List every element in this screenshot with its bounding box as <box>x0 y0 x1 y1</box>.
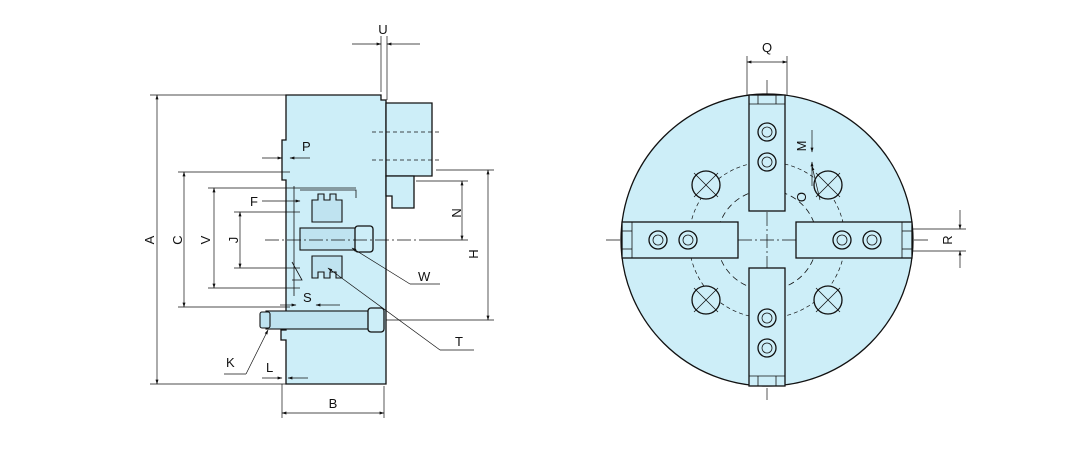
dim-label-k: K <box>226 355 235 370</box>
dim-label-u: U <box>378 22 387 37</box>
mount-bolt <box>265 310 373 330</box>
dim-label-p: P <box>302 139 311 154</box>
jaw-left <box>621 221 739 259</box>
jaw-top <box>748 94 786 212</box>
dim-label-b: B <box>329 396 338 411</box>
dim-label-f: F <box>250 194 258 209</box>
dim-label-t: T <box>455 334 463 349</box>
dim-label-v: V <box>198 235 213 244</box>
jaw-bottom <box>748 267 786 387</box>
dim-label-w: W <box>418 269 431 284</box>
dim-label-a: A <box>142 235 157 244</box>
dim-label-q: Q <box>762 40 772 55</box>
dim-label-h: H <box>466 249 481 258</box>
dim-label-s: S <box>303 290 312 305</box>
mounting-holes <box>691 170 843 315</box>
dim-label-l: L <box>266 360 273 375</box>
dim-label-n: N <box>449 208 464 217</box>
dim-label-c: C <box>170 235 185 244</box>
jaw-side <box>385 102 433 177</box>
bolt-head <box>354 225 374 253</box>
dim-label-o: O <box>794 192 809 202</box>
side-view: A C V J F P U N <box>142 22 494 418</box>
dim-label-m: M <box>794 141 809 152</box>
jaw-right <box>795 221 913 259</box>
dim-label-j: J <box>226 237 241 244</box>
dim-label-r: R <box>940 235 955 244</box>
front-view: Q M O R <box>606 40 966 400</box>
jaw-step <box>385 175 415 209</box>
